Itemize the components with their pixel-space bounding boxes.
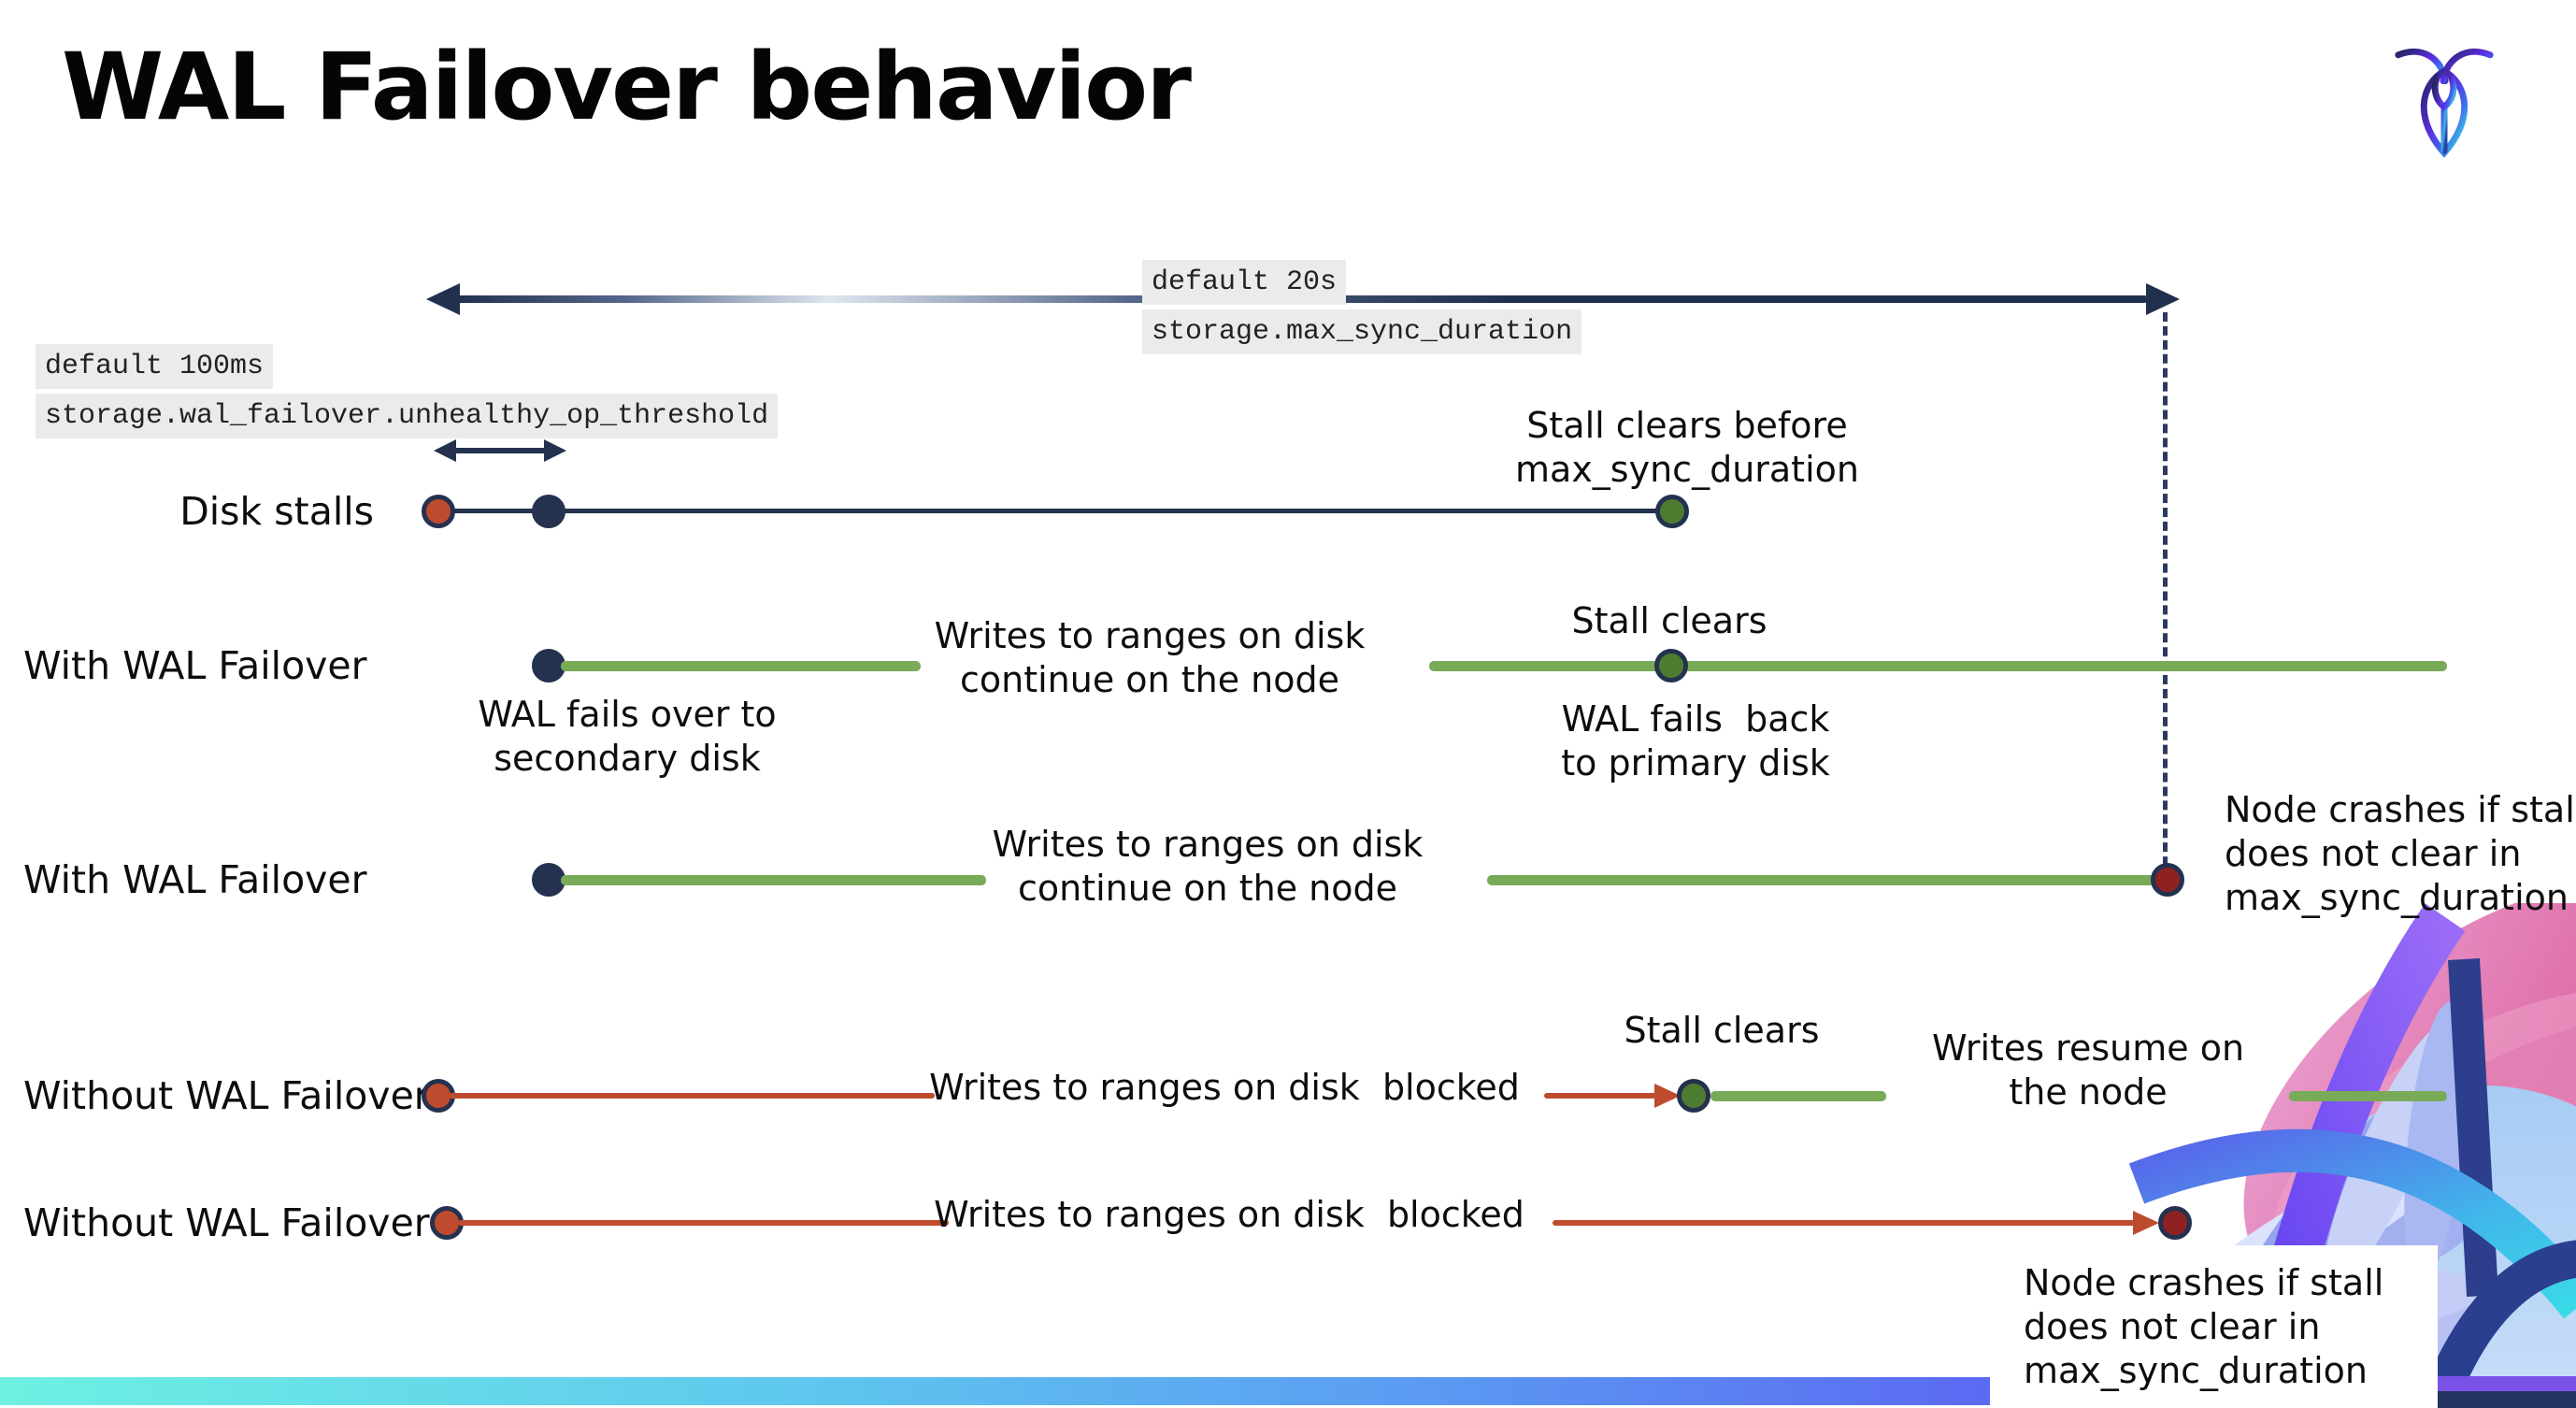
max-sync-setting-name: storage.max_sync_duration (1142, 309, 1582, 354)
row4-writes-blocked-note: Writes to ranges on disk blocked (929, 1067, 1520, 1108)
row5-blocked-segment-1 (458, 1220, 949, 1226)
row4-green-segment-2 (2289, 1091, 2447, 1101)
max-sync-default-value: default 20s (1142, 260, 1347, 305)
row3-writes-continue-note: Writes to ranges on disk continue on the… (992, 824, 1424, 909)
row4-green-segment-1 (1710, 1091, 1886, 1101)
row4-blocked-segment-1 (449, 1093, 935, 1099)
unhealthy-op-setting-name: storage.wal_failover.unhealthy_op_thresh… (36, 394, 779, 438)
unhealthy-op-default-value: default 100ms (36, 344, 274, 389)
row5-without-wal-failover-label: Without WAL Failover (23, 1200, 430, 1245)
row5-blocked-segment-2 (1553, 1220, 2137, 1226)
row4-writes-resume-note: Writes resume on the node (1931, 1027, 2245, 1113)
row5-node-crash-dot (2158, 1206, 2192, 1240)
row2-stall-clears-dot (1654, 649, 1688, 682)
row2-failback-note: WAL fails back to primary disk (1561, 698, 1830, 783)
row1-stall-clears-note: Stall clears before max_sync_duration (1515, 405, 1859, 490)
page-title: WAL Failover behavior (62, 34, 1192, 141)
unhealthy-op-threshold-setting-label: default 100ms storage.wal_failover.unhea… (36, 344, 779, 443)
row1-timeline (438, 509, 1672, 513)
row1-threshold-dot (532, 495, 565, 528)
row2-failover-note: WAL fails over to secondary disk (478, 694, 777, 779)
threshold-arrowhead-right (544, 439, 566, 462)
max-sync-deadline-dashed-line (2163, 312, 2168, 880)
row3-green-segment-1 (561, 875, 986, 885)
row1-stall-start-dot (422, 495, 455, 528)
row1-stall-clears-dot (1655, 495, 1689, 528)
row4-stall-clears-dot (1677, 1079, 1710, 1113)
row5-writes-blocked-note: Writes to ranges on disk blocked (934, 1194, 1524, 1235)
row4-red-arrowhead (1654, 1084, 1681, 1108)
row2-with-wal-failover-label: With WAL Failover (23, 643, 367, 688)
cockroachdb-logo-icon (2395, 48, 2494, 158)
max-sync-arrowhead-left (426, 283, 460, 315)
row2-writes-continue-note: Writes to ranges on disk continue on the… (934, 615, 1366, 700)
row2-stall-clears-note: Stall clears (1571, 600, 1767, 641)
row3-node-crash-dot (2151, 863, 2184, 897)
row2-green-segment-2 (1429, 661, 2447, 671)
row2-green-segment-1 (561, 661, 921, 671)
max-sync-arrowhead-right (2146, 283, 2180, 315)
row4-without-wal-failover-label: Without WAL Failover (23, 1073, 430, 1118)
row4-stall-clears-note: Stall clears (1624, 1010, 1820, 1051)
node-crash-callout-box: Node crashes if stall does not clear in … (1990, 1245, 2438, 1408)
row5-red-arrowhead (2133, 1211, 2159, 1235)
row3-with-wal-failover-label: With WAL Failover (23, 857, 367, 902)
row4-blocked-segment-2 (1544, 1093, 1656, 1099)
row5-node-crash-note: Node crashes if stall does not clear in … (2024, 1262, 2384, 1391)
threshold-arrowhead-left (434, 439, 456, 462)
row3-green-segment-2 (1487, 875, 2167, 885)
threshold-span-arrow (454, 448, 546, 453)
max-sync-duration-setting-label: default 20s storage.max_sync_duration (1142, 260, 1582, 359)
row3-node-crash-note: Node crashes if stall does not clear in … (2225, 789, 2576, 918)
row1-disk-stalls-label: Disk stalls (179, 489, 374, 534)
row3-failover-dot (532, 863, 565, 897)
